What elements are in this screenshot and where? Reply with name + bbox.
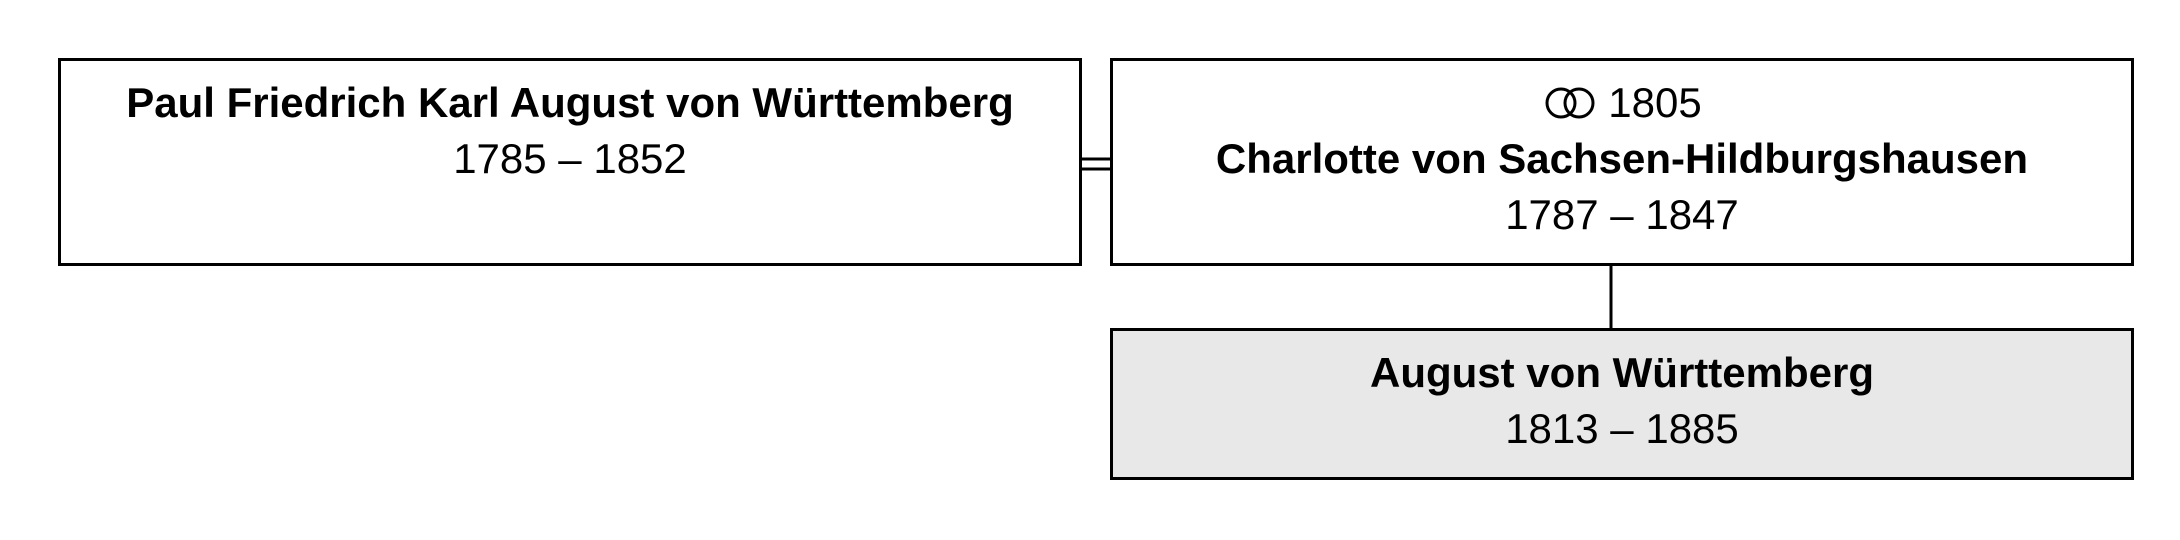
wedding-rings-icon	[1542, 85, 1598, 121]
person-box-child: August von Württemberg 1813 – 1885	[1110, 328, 2134, 480]
person-box-father: Paul Friedrich Karl August von Württembe…	[58, 58, 1082, 266]
person-name-father: Paul Friedrich Karl August von Württembe…	[126, 79, 1014, 126]
person-dates-mother: 1787 – 1847	[1505, 191, 1739, 238]
person-dates-child: 1813 – 1885	[1505, 405, 1739, 452]
person-box-mother: 1805 Charlotte von Sachsen-Hildburgshaus…	[1110, 58, 2134, 266]
person-dates-father: 1785 – 1852	[453, 135, 687, 182]
marriage-info: 1805	[1113, 75, 2131, 131]
descent-connector	[1609, 266, 1613, 328]
person-name-child: August von Württemberg	[1370, 349, 1874, 396]
marriage-connector	[1082, 157, 1110, 171]
marriage-year: 1805	[1608, 79, 1702, 126]
person-name-mother: Charlotte von Sachsen-Hildburgshausen	[1215, 135, 2029, 182]
